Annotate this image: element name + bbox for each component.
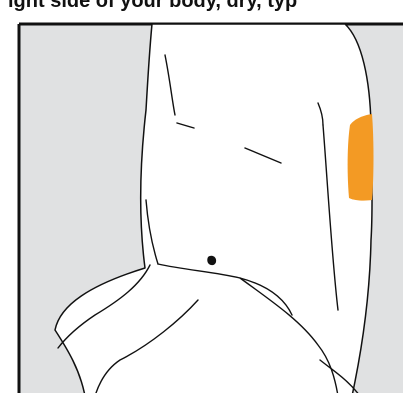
injection-site-highlight (348, 114, 374, 201)
